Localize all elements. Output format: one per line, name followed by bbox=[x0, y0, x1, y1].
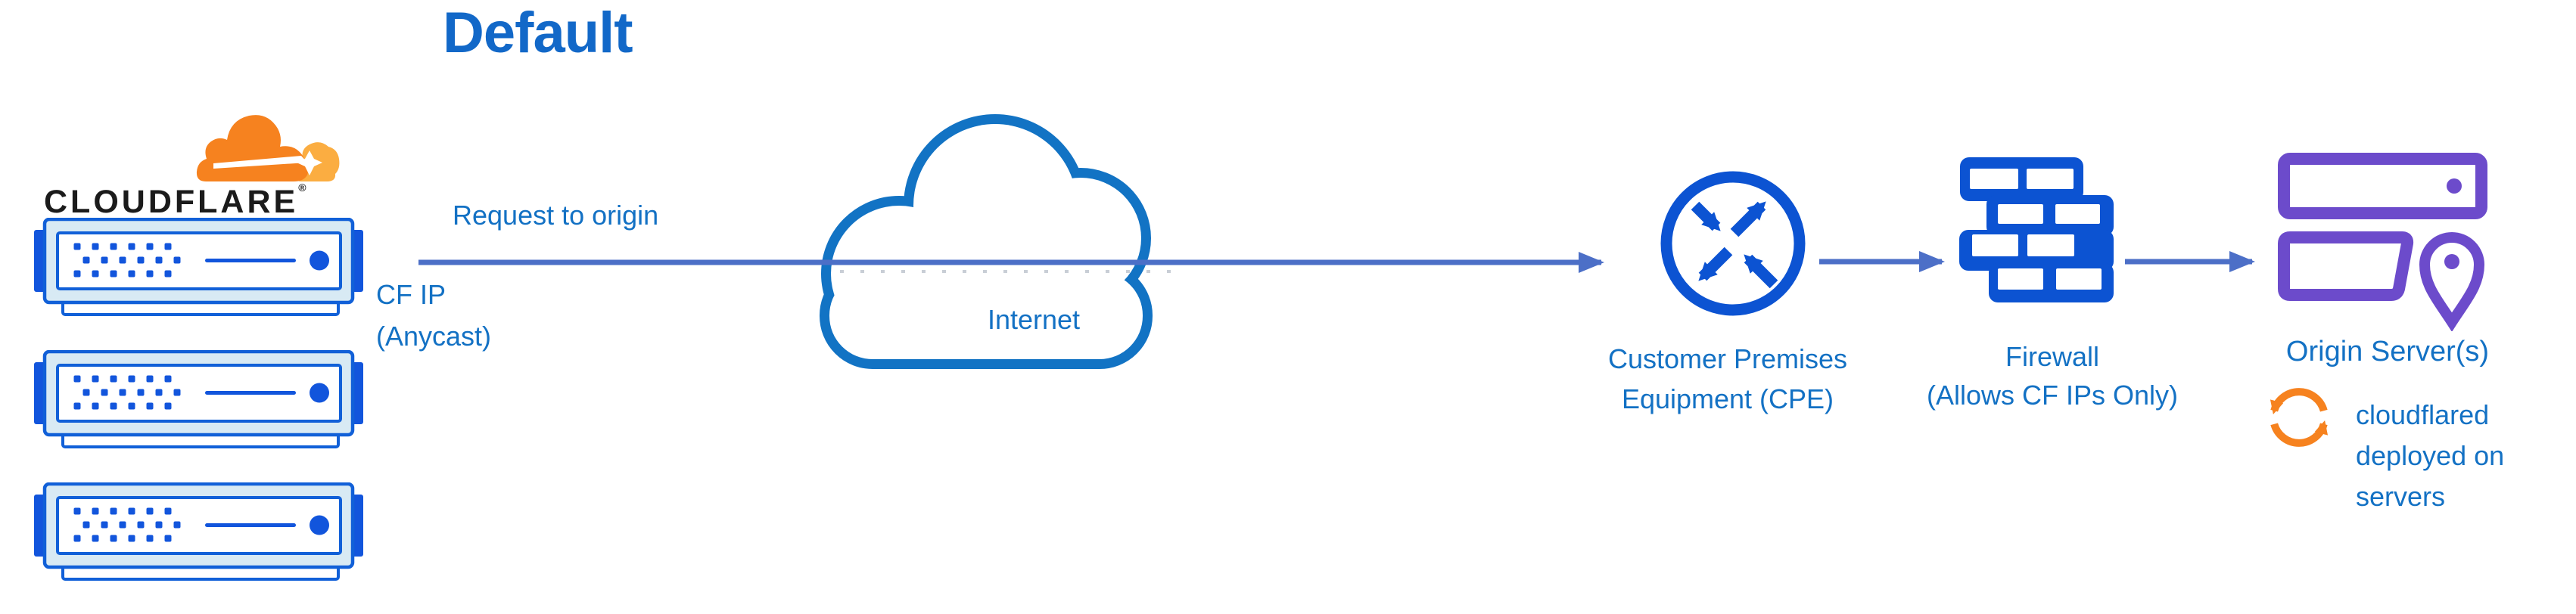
internet-cloud-icon bbox=[820, 114, 1153, 369]
cloudflared-note-label: cloudflared deployed on servers bbox=[2356, 399, 2505, 512]
diagram-title: Default bbox=[443, 1, 633, 65]
origin-server-icon bbox=[2278, 153, 2487, 331]
location-pin-icon bbox=[2419, 232, 2485, 331]
firewall-label: Firewall (Allows CF IPs Only) bbox=[1926, 341, 2179, 411]
firewall-brick-icon bbox=[1959, 157, 2114, 302]
cloudflare-brand-text: CLOUDFLARE bbox=[44, 184, 299, 220]
internet-label: Internet bbox=[987, 304, 1081, 335]
registered-mark: ® bbox=[298, 181, 306, 194]
cloudflared-sync-icon bbox=[2270, 388, 2329, 447]
cpe-router-icon bbox=[1660, 171, 1806, 316]
request-to-origin-label: Request to origin bbox=[453, 200, 659, 231]
origin-servers-label: Origin Server(s) bbox=[2285, 336, 2490, 367]
cf-ip-anycast-label: CF IP (Anycast) bbox=[376, 279, 492, 352]
cloudflare-logo-icon bbox=[196, 115, 340, 181]
cloudflare-wordmark: CLOUDFLARE® bbox=[44, 181, 362, 221]
cpe-label: Customer Premises Equipment (CPE) bbox=[1607, 343, 1848, 414]
